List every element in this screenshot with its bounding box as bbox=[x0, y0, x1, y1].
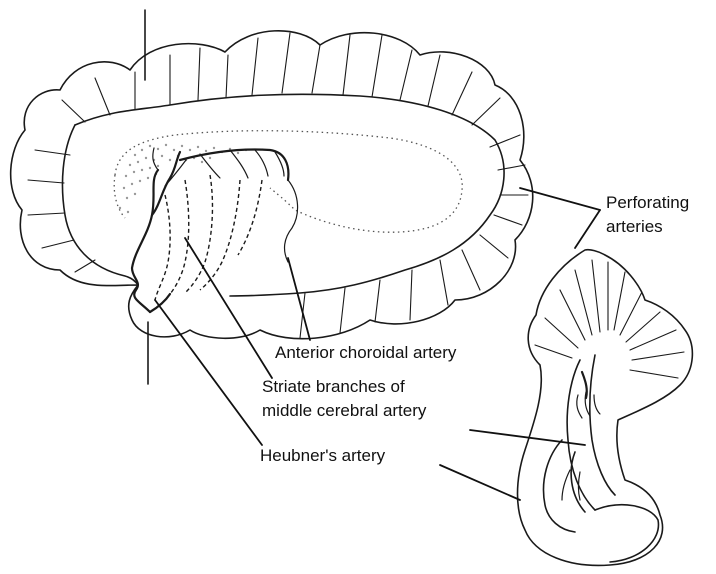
label-perforating-line1: Perforating bbox=[606, 193, 689, 212]
leader-anterior-choroidal bbox=[288, 258, 310, 340]
striate-vessels-solid bbox=[132, 148, 288, 312]
leader-perforating-lower bbox=[575, 210, 600, 248]
horizontal-brain-section bbox=[11, 10, 533, 384]
label-perforating-line2: arteries bbox=[606, 217, 663, 236]
gyral-lines bbox=[28, 33, 528, 338]
label-heubner: Heubner's artery bbox=[260, 446, 386, 465]
leader-heubner bbox=[155, 300, 262, 445]
cortex-outline bbox=[11, 31, 533, 339]
striatum-dotted-lower bbox=[114, 175, 125, 218]
label-striate-line2: middle cerebral artery bbox=[262, 401, 427, 420]
anterior-choroidal-vessel bbox=[285, 180, 298, 262]
fan-outline bbox=[518, 250, 693, 566]
label-anterior-choroidal: Anterior choroidal artery bbox=[275, 343, 457, 362]
stippled-region bbox=[119, 144, 247, 213]
dashed-perforators bbox=[155, 175, 262, 300]
inner-fold-2 bbox=[590, 355, 615, 495]
label-striate-line1: Striate branches of bbox=[262, 377, 405, 396]
white-matter-boundary-left bbox=[62, 125, 138, 285]
fan-striations bbox=[535, 260, 684, 378]
perforated-substance-structure bbox=[518, 250, 693, 566]
leader-heubner-right bbox=[440, 465, 520, 500]
